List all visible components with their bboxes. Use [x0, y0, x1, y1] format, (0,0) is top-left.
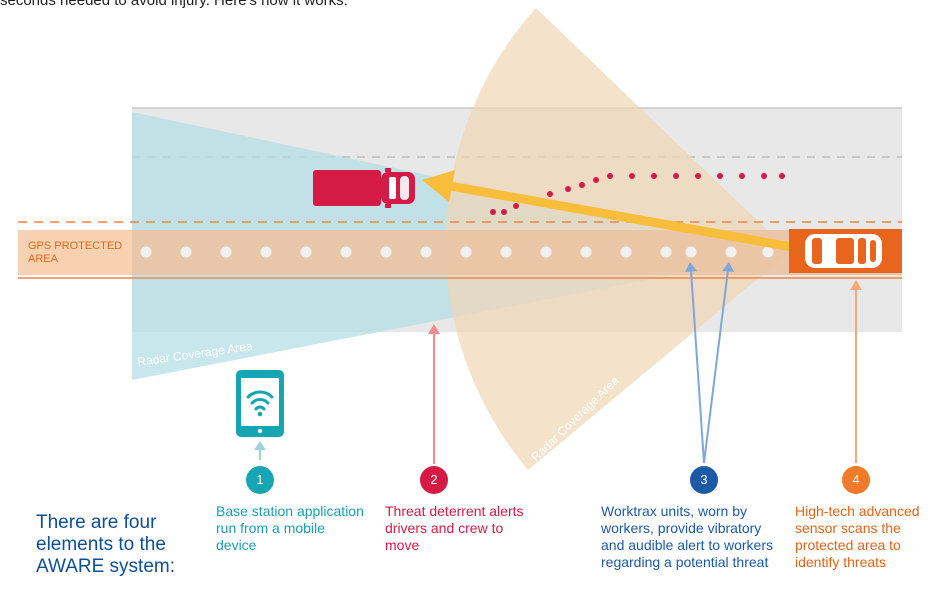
gps-area-label: GPS PROTECTED AREA — [28, 240, 123, 265]
element-4-description: High-tech advanced sensor scans the prot… — [795, 503, 920, 570]
pointer-3 — [685, 262, 734, 464]
arrow-icon — [422, 170, 455, 202]
pointer-1 — [254, 441, 266, 460]
worker-dots — [140, 246, 774, 258]
pointer-2 — [428, 324, 440, 464]
car-icon — [789, 229, 902, 273]
element-badge-3: 3 — [690, 466, 718, 494]
tablet-wifi-icon — [236, 370, 284, 437]
element-badge-2: 2 — [420, 466, 448, 494]
truck-icon — [313, 168, 415, 208]
threat-arrow-line — [449, 181, 793, 252]
pointer-4 — [850, 280, 862, 463]
element-1-description: Base station application run from a mobi… — [216, 503, 364, 553]
summary-heading: There are four elements to the AWARE sys… — [36, 512, 175, 577]
intro-text: seconds needed to avoid injury. Here's h… — [0, 0, 348, 9]
element-3-description: Worktrax units, worn by workers, provide… — [601, 503, 773, 570]
element-2-description: Threat deterrent alerts drivers and crew… — [385, 503, 524, 553]
element-badge-4: 4 — [842, 466, 870, 494]
element-badge-1: 1 — [246, 466, 274, 494]
